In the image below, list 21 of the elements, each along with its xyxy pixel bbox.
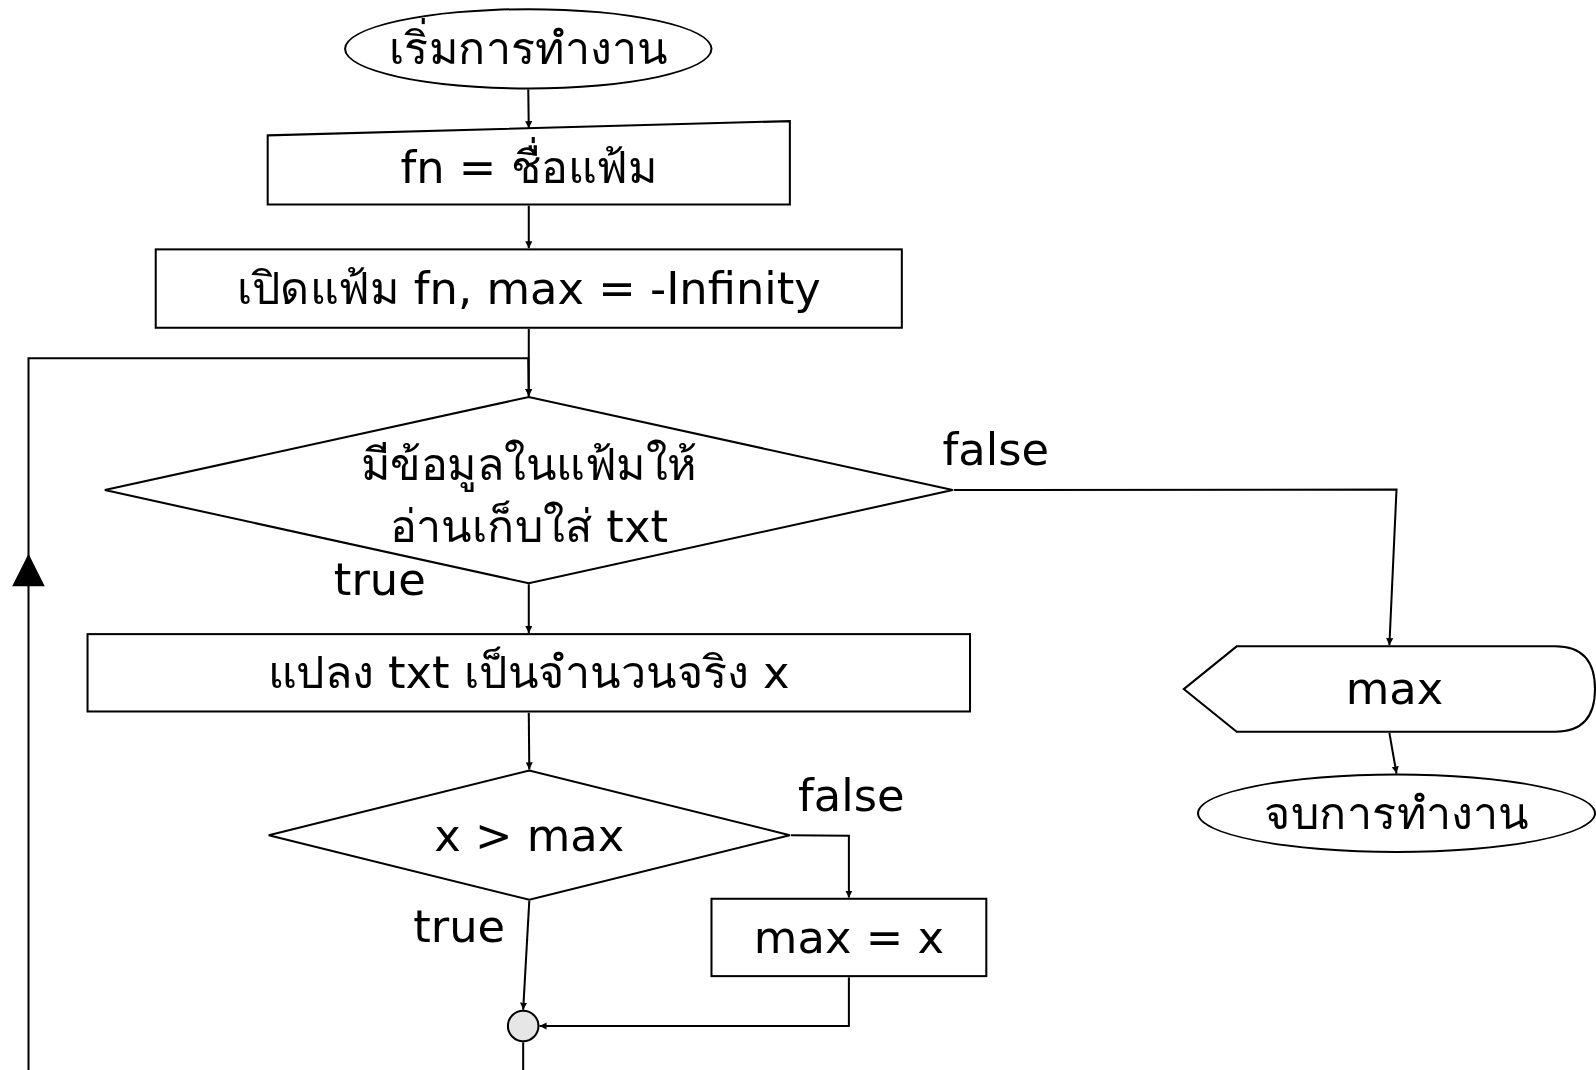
process-box: max = x bbox=[710, 897, 988, 978]
process-box: แปลง txt เป็นจำนวนจริง x bbox=[86, 633, 972, 713]
arrow bbox=[520, 900, 531, 1010]
arrow bbox=[1388, 732, 1399, 774]
arrow bbox=[953, 488, 1398, 646]
arrow bbox=[539, 977, 850, 1030]
terminator-shape: เริ่มการทำงาน bbox=[344, 8, 713, 90]
input-shape: fn = ชื่อแฟ้ม bbox=[266, 120, 791, 206]
arrow bbox=[790, 834, 853, 898]
process-box: เปิดแฟ้ม fn, max = -Infinity bbox=[154, 248, 903, 329]
arrow bbox=[525, 205, 533, 249]
display-shape: max bbox=[1182, 645, 1596, 733]
connector-circle bbox=[506, 1009, 540, 1043]
edge-label: true bbox=[413, 903, 506, 949]
arrow bbox=[525, 712, 533, 770]
terminator-shape: จบการทำงาน bbox=[1197, 773, 1596, 853]
edge-label: false bbox=[798, 773, 905, 819]
arrow bbox=[525, 584, 533, 634]
arrow bbox=[525, 89, 533, 129]
arrow bbox=[12, 357, 533, 1070]
decision-diamond: x > max bbox=[267, 769, 791, 901]
